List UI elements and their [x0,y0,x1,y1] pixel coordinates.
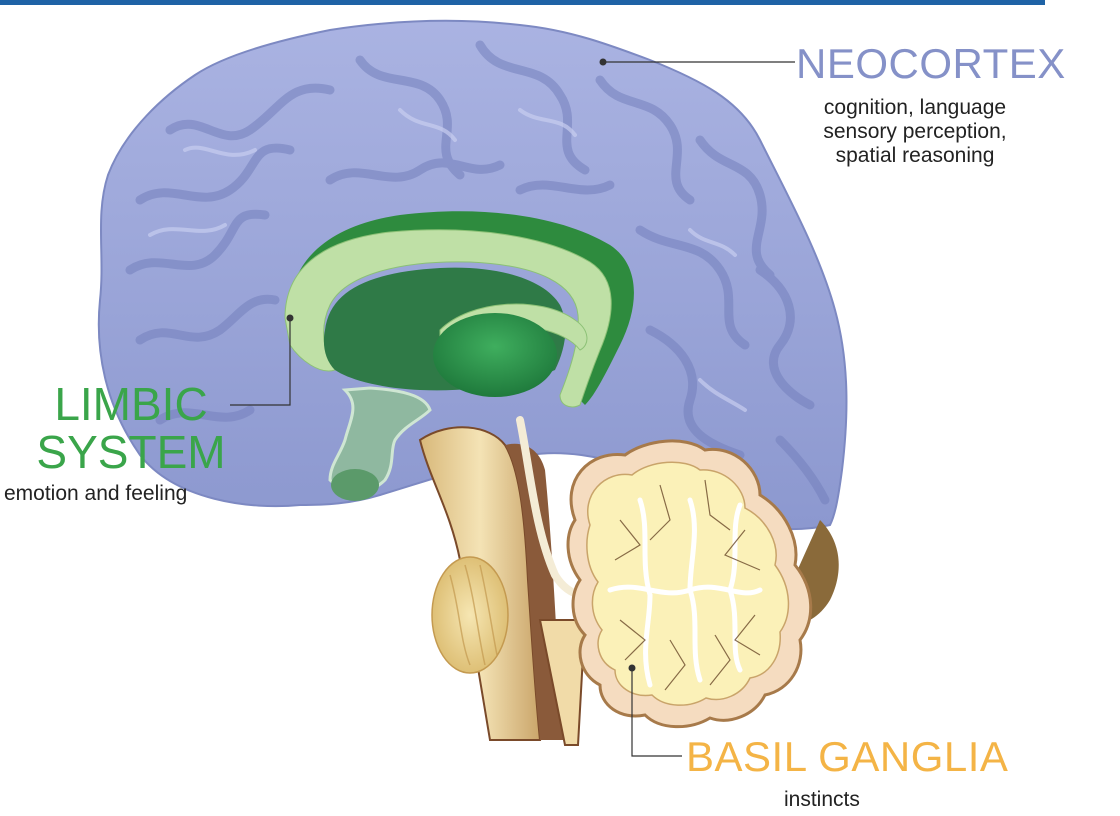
pons [432,557,508,673]
limbic-description: emotion and feeling [4,482,187,506]
neocortex-desc-line: cognition, language [795,96,1035,120]
limbic-title-line2: SYSTEM [36,428,226,476]
neocortex-description: cognition, language sensory perception, … [795,96,1035,168]
neocortex-desc-line: sensory perception, [795,120,1035,144]
basal-title: BASIL GANGLIA [686,733,1008,781]
limbic-title-line1: LIMBIC [36,380,226,428]
limbic-title: LIMBIC SYSTEM [36,380,226,476]
thalamus [433,313,557,397]
neocortex-desc-line: spatial reasoning [795,144,1035,168]
amygdala [331,469,379,501]
basal-description: instincts [784,788,860,812]
neocortex-title: NEOCORTEX [796,40,1066,88]
